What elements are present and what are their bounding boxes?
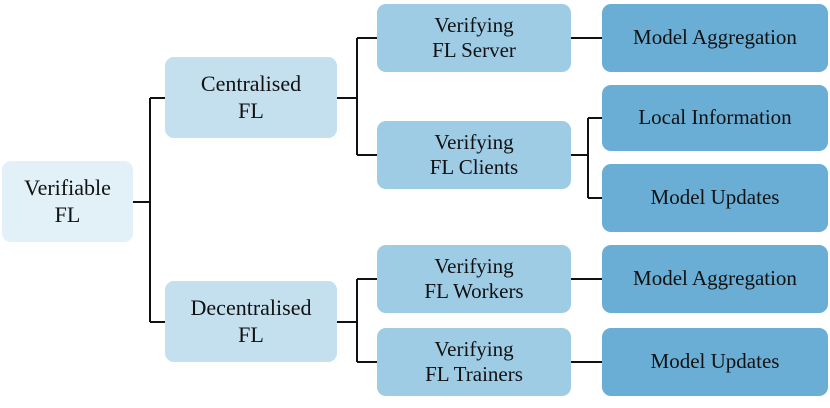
clients-local-information-node: Local Information [602, 85, 828, 151]
server-model-aggregation-label: Model Aggregation [633, 25, 797, 50]
clients-model-updates-node: Model Updates [602, 164, 828, 232]
verifiable-fl-node: Verifiable FL [2, 161, 133, 242]
verifying-fl-clients-line2: FL Clients [429, 155, 519, 179]
connector-clients [571, 117, 602, 199]
decentralised-fl-line1: Decentralised [190, 295, 312, 321]
connector-decentralised [337, 278, 377, 363]
verifying-fl-trainers-line1: Verifying [434, 336, 514, 361]
clients-local-information-label: Local Information [638, 105, 792, 130]
workers-model-aggregation-label: Model Aggregation [633, 266, 797, 291]
verifiable-fl-line2: FL [54, 201, 81, 227]
decentralised-fl-line2: FL [238, 321, 264, 347]
verifying-fl-clients-line1: Verifying [434, 129, 514, 154]
verifiable-fl-line1: Verifiable [24, 175, 111, 201]
clients-model-updates-label: Model Updates [650, 185, 780, 210]
verifying-fl-workers-line2: FL Workers [424, 279, 524, 303]
verifying-fl-trainers-line2: FL Trainers [425, 362, 523, 386]
centralised-fl-line2: FL [238, 97, 264, 123]
centralised-fl-node: Centralised FL [165, 57, 337, 138]
connector-root [133, 97, 165, 323]
verifying-fl-trainers-node: Verifying FL Trainers [377, 328, 571, 396]
verifying-fl-workers-node: Verifying FL Workers [377, 245, 571, 313]
server-model-aggregation-node: Model Aggregation [602, 4, 828, 72]
verifying-fl-server-node: Verifying FL Server [377, 4, 571, 72]
verifying-fl-server-line2: FL Server [432, 38, 516, 62]
trainers-model-updates-node: Model Updates [602, 328, 828, 396]
verifying-fl-workers-line1: Verifying [434, 253, 514, 278]
verifying-fl-clients-node: Verifying FL Clients [377, 121, 571, 189]
connector-centralised [337, 37, 377, 156]
workers-model-aggregation-node: Model Aggregation [602, 245, 828, 313]
centralised-fl-line1: Centralised [200, 71, 302, 97]
decentralised-fl-node: Decentralised FL [165, 281, 337, 362]
verifying-fl-server-line1: Verifying [434, 12, 514, 37]
trainers-model-updates-label: Model Updates [650, 349, 780, 374]
